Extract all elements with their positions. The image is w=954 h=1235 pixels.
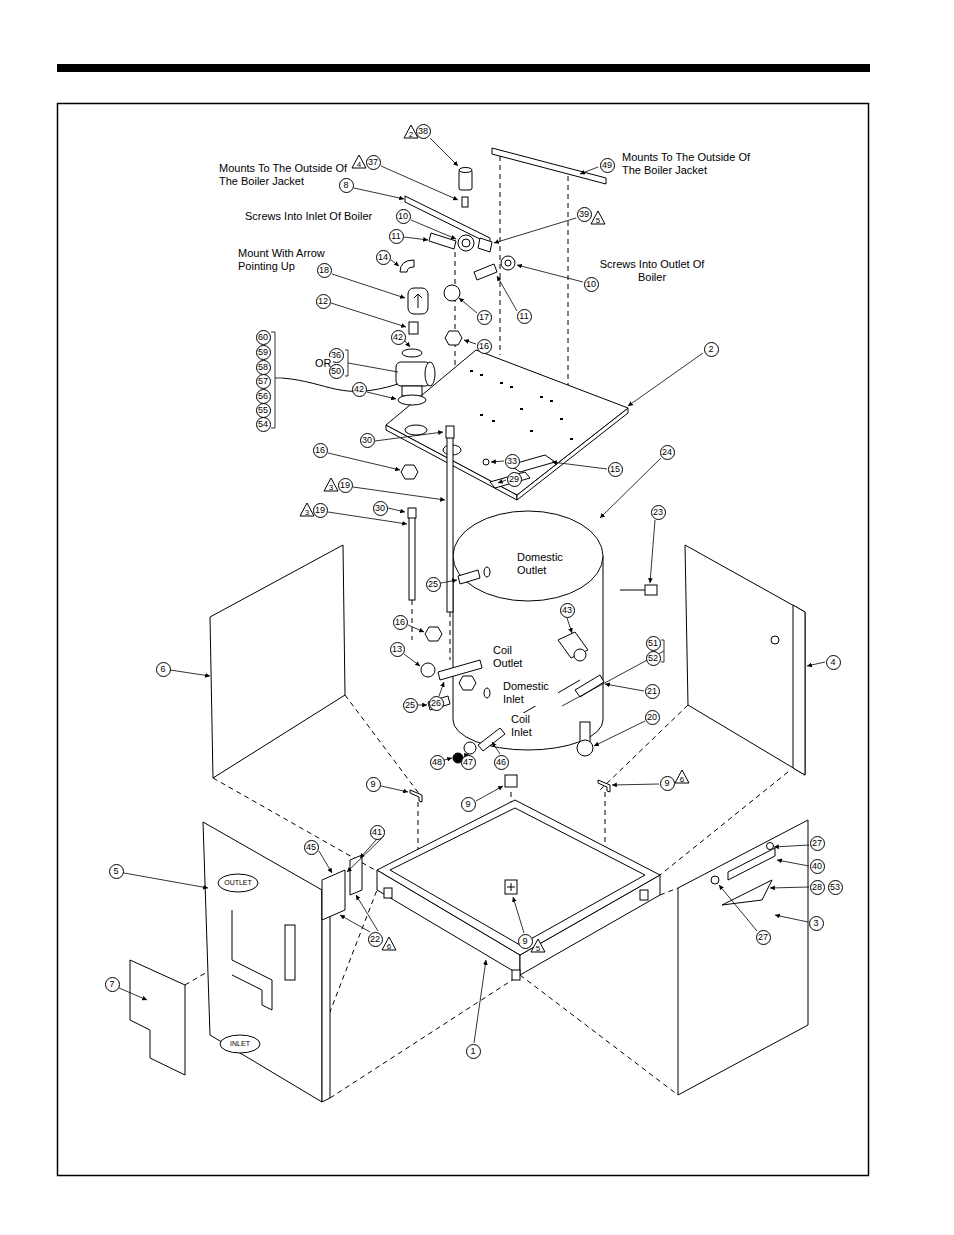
callout-number: 4 <box>826 655 841 670</box>
callout-number: 25 <box>426 577 441 592</box>
callout-number: 10 <box>584 277 599 292</box>
callout-number: 7 <box>105 977 120 992</box>
callout-number: 11 <box>389 229 404 244</box>
callout-number: 9 <box>366 777 381 792</box>
part-note: Screws Into Inlet Of Boiler <box>244 210 373 223</box>
part-note: Coil Outlet <box>492 644 536 670</box>
callout-number: 58 <box>256 360 271 375</box>
callout-number: 16 <box>393 615 408 630</box>
part-note: Mounts To The Outside Of The Boiler Jack… <box>621 151 761 177</box>
callout-number: 57 <box>256 374 271 389</box>
frame <box>58 104 869 1176</box>
leader-lines <box>119 138 825 1043</box>
callout-number: 17 <box>477 310 492 325</box>
callout-number: 38 <box>416 124 431 139</box>
callout-number: 33 <box>505 454 520 469</box>
panel-marking: OUTLET <box>224 879 252 887</box>
callout-number: 28 <box>810 880 825 895</box>
part-note: Mounts To The Outside Of The Boiler Jack… <box>218 162 350 188</box>
callout-number: 41 <box>370 825 385 840</box>
callout-number: 14 <box>376 250 391 265</box>
callout-number: 43 <box>560 603 575 618</box>
note-number: 6 <box>382 942 396 952</box>
callout-number: 8 <box>339 178 354 193</box>
callout-number: 46 <box>494 755 509 770</box>
panel-marking: INLET <box>230 1040 250 1048</box>
part-note: Coil Inlet <box>510 713 546 739</box>
note-number: 3 <box>324 483 338 493</box>
callout-number: 24 <box>660 445 675 460</box>
callout-number: 2 <box>704 342 719 357</box>
callout-number: 20 <box>645 710 660 725</box>
note-triangles <box>300 125 689 952</box>
callout-number: 48 <box>430 755 445 770</box>
callout-number: 13 <box>390 642 405 657</box>
callout-number: 9 <box>660 776 675 791</box>
callout-number: 26 <box>429 696 444 711</box>
callout-number: 3 <box>809 916 824 931</box>
callout-number: 16 <box>313 443 328 458</box>
callout-number: 12 <box>316 294 331 309</box>
callout-number: 21 <box>645 684 660 699</box>
callout-number: 23 <box>651 505 666 520</box>
brackets <box>271 332 664 706</box>
callout-number: 27 <box>756 930 771 945</box>
callout-number: 22 <box>368 932 383 947</box>
part-note: Screws Into Outlet Of Boiler <box>598 258 706 284</box>
parts <box>130 148 808 1102</box>
callout-number: 30 <box>360 433 375 448</box>
part-note: Domestic Outlet <box>516 551 574 577</box>
note-number: 3 <box>300 508 314 518</box>
callout-number: 53 <box>828 880 843 895</box>
callout-number: 55 <box>256 403 271 418</box>
callout-number: 1 <box>466 1044 481 1059</box>
callout-number: 50 <box>329 364 344 379</box>
callout-number: 9 <box>461 797 476 812</box>
callout-number: 54 <box>256 417 271 432</box>
part-note: Domestic Inlet <box>502 680 558 706</box>
note-number: 4 <box>352 160 366 170</box>
note-number: 6 <box>675 775 689 785</box>
callout-number: 19 <box>313 503 328 518</box>
callout-number: 18 <box>317 263 332 278</box>
plate-holes <box>470 370 573 440</box>
callout-number: 10 <box>396 209 411 224</box>
callout-number: 52 <box>646 651 661 666</box>
note-number: 5 <box>591 216 605 226</box>
callout-number: 30 <box>373 501 388 516</box>
callout-number: 11 <box>517 309 532 324</box>
callout-number: 15 <box>608 462 623 477</box>
header-bar <box>57 64 870 72</box>
callout-number: 16 <box>477 339 492 354</box>
callout-number: 40 <box>810 859 825 874</box>
callout-number: 19 <box>338 478 353 493</box>
callout-number: 56 <box>256 389 271 404</box>
callout-number: 60 <box>256 330 271 345</box>
callout-number: 27 <box>810 836 825 851</box>
callout-number: 25 <box>403 698 418 713</box>
callout-number: 47 <box>461 755 476 770</box>
note-number: 5 <box>531 944 545 954</box>
callout-number: 6 <box>156 662 171 677</box>
callout-number: 29 <box>507 472 522 487</box>
callout-number: 42 <box>391 330 406 345</box>
callout-number: 9 <box>518 934 533 949</box>
callout-number: 49 <box>600 158 615 173</box>
callout-number: 59 <box>256 345 271 360</box>
callout-number: 51 <box>646 636 661 651</box>
callout-number: 42 <box>352 382 367 397</box>
callout-number: 45 <box>304 840 319 855</box>
callout-number: 39 <box>577 207 592 222</box>
callout-number: 37 <box>366 155 381 170</box>
callout-number: 5 <box>109 864 124 879</box>
